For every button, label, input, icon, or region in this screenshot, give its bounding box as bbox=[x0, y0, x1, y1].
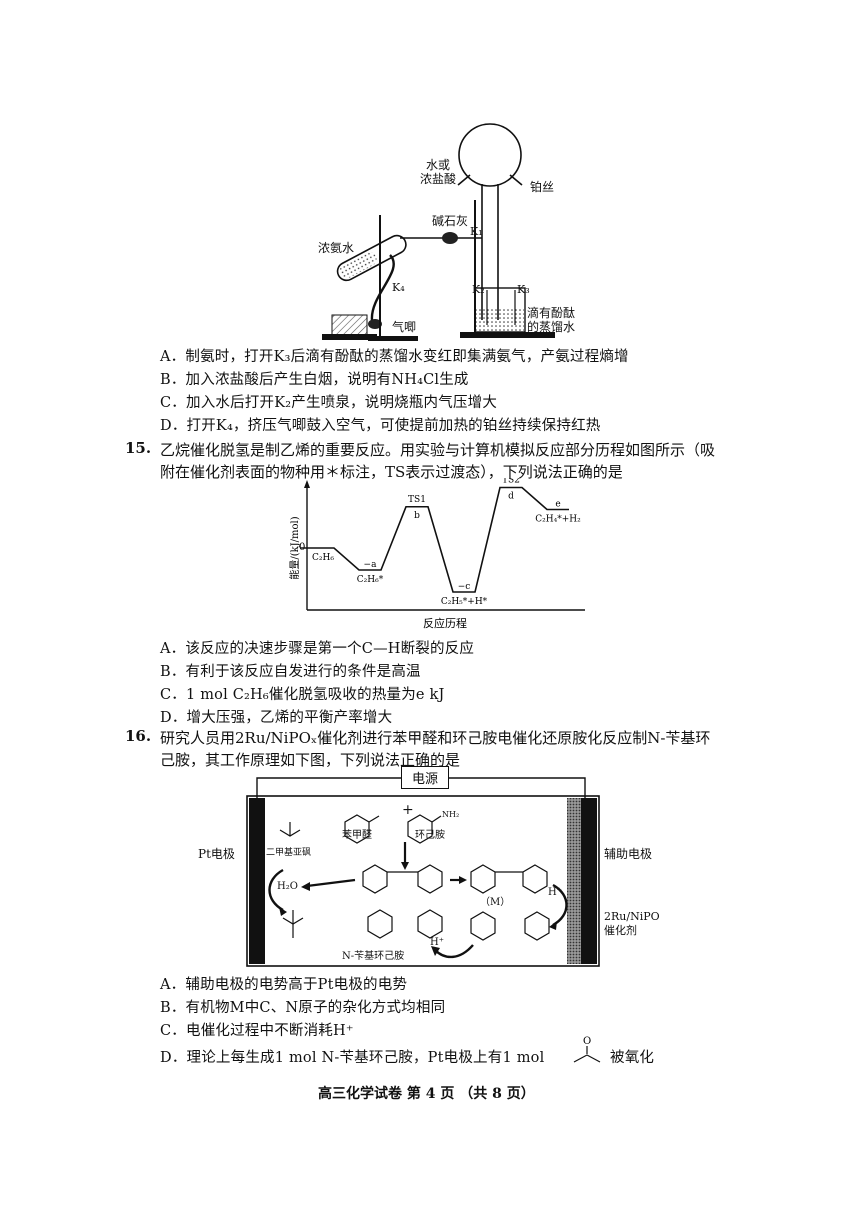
q16-option-c[interactable]: C．电催化过程中不断消耗H⁺ bbox=[160, 1023, 354, 1039]
q14-option-d[interactable]: D．打开K₄，挤压气唧鼓入空气，可使提前加热的铂丝持续保持红热 bbox=[160, 418, 601, 434]
label-water-or-hcl: 水或 浓盐酸 bbox=[420, 158, 457, 186]
state-label-2: TS1 bbox=[408, 495, 426, 505]
state-label-0: C₂H₆ bbox=[312, 553, 334, 563]
q16-stem-line2: 己胺，其工作原理如下图，下列说法正确的是 bbox=[160, 751, 461, 769]
label-phenolphthalein-water: 滴有酚酞 的蒸馏水 bbox=[527, 306, 576, 334]
plus-sign: + bbox=[402, 802, 414, 818]
q16-option-d-text: D．理论上每生成1 mol N-苄基环己胺，Pt电极上有1 mol bbox=[160, 1050, 545, 1066]
label-k3: K₃ bbox=[517, 283, 530, 296]
q14-apparatus-diagram bbox=[322, 123, 555, 341]
x-axis-label: 反应历程 bbox=[423, 616, 467, 630]
energy-profile-line bbox=[300, 486, 569, 593]
q16-option-a[interactable]: A．辅助电极的电势高于Pt电极的电势 bbox=[160, 977, 408, 993]
dmso-label: 二甲基亚砜 bbox=[266, 848, 312, 858]
pt-electrode-plate bbox=[249, 798, 265, 964]
dmso-structure-icon: O bbox=[573, 1036, 601, 1063]
q16-stem-line1: 研究人员用2Ru/NiPOₓ催化剂进行苯甲醛和环己胺电催化还原胺化反应制N-苄基… bbox=[160, 729, 711, 747]
q14-option-a[interactable]: A．制氨时，打开K₃后滴有酚酞的蒸馏水变红即集满氨气，产氨过程熵增 bbox=[160, 349, 629, 365]
q15-stem-line2: 附在催化剂表面的物种用＊标注，TS表示过渡态），下列说法正确的是 bbox=[160, 463, 623, 481]
q16-option-b[interactable]: B．有机物M中C、N原子的杂化方式均相同 bbox=[160, 1000, 446, 1016]
value-label-3: −c bbox=[458, 582, 471, 592]
water-label: H₂O bbox=[277, 881, 298, 892]
value-label-1: −a bbox=[364, 560, 378, 570]
aux-electrode-plate bbox=[581, 798, 597, 964]
label-k1: K₁ bbox=[470, 225, 483, 238]
h-plus-label-right: H⁺ bbox=[548, 887, 562, 898]
q16-number: 16. bbox=[125, 727, 152, 745]
label-conc-ammonia: 浓氨水 bbox=[318, 241, 355, 255]
value-label-5: e bbox=[555, 500, 560, 510]
catalyst-label: 2Ru/NiPO 催化剂 bbox=[604, 910, 660, 937]
q15-option-a[interactable]: A．该反应的决速步骤是第一个C—H断裂的反应 bbox=[160, 641, 475, 657]
q14-option-c[interactable]: C．加入水后打开K₂产生喷泉，说明烧瓶内气压增大 bbox=[160, 395, 498, 411]
y-axis-label: 能量/(kJ/mol) bbox=[288, 516, 301, 579]
label-k4: K₄ bbox=[392, 281, 405, 294]
q16-electrolysis-diagram bbox=[246, 777, 600, 967]
benzaldehyde-label: 苯甲醛 bbox=[342, 830, 372, 841]
nh2-label: NH₂ bbox=[442, 810, 460, 819]
q15-number: 15. bbox=[125, 439, 152, 457]
pt-electrode-label: Pt电极 bbox=[198, 847, 235, 861]
h-plus-label-bottom: H⁺ bbox=[430, 937, 444, 948]
aux-electrode-label: 辅助电极 bbox=[604, 847, 653, 861]
page-footer: 高三化学试卷 第 4 页 （共 8 页） bbox=[318, 1086, 535, 1102]
cyclohexylamine-label: 环己胺 bbox=[415, 830, 445, 841]
state-label-5: C₂H₄*+H₂ bbox=[535, 515, 581, 525]
q15-option-c[interactable]: C．1 mol C₂H₆催化脱氢吸收的热量为e kJ bbox=[160, 687, 445, 703]
power-supply-label: 电源 bbox=[401, 766, 450, 789]
label-k2: K₂ bbox=[472, 283, 485, 296]
catalyst-layer bbox=[567, 798, 581, 964]
state-label-1: C₂H₆* bbox=[357, 575, 384, 585]
value-label-4: d bbox=[508, 492, 514, 502]
q14-option-b[interactable]: B．加入浓盐酸后产生白烟，说明有NH₄Cl生成 bbox=[160, 372, 469, 388]
q15-stem-line1: 乙烷催化脱氢是制乙烯的重要反应。用实验与计算机模拟反应部分历程如图所示（吸 bbox=[160, 441, 716, 459]
state-label-3: C₂H₅*+H* bbox=[441, 597, 488, 607]
product-label: N-苄基环己胺 bbox=[342, 951, 405, 962]
svg-text:O: O bbox=[583, 1036, 591, 1047]
q16-option-d-suffix: 被氧化 bbox=[610, 1050, 655, 1066]
m-label: （M） bbox=[480, 897, 511, 908]
q15-option-b[interactable]: B．有利于该反应自发进行的条件是高温 bbox=[160, 664, 421, 680]
q15-energy-profile-chart: 能量/(kJ/mol) 0 反应历程 C₂H₆C₂H₆*−aTS1bC₂H₅*+… bbox=[288, 478, 585, 630]
label-bulb: 气唧 bbox=[392, 320, 417, 334]
q15-option-d[interactable]: D．增大压强，乙烯的平衡产率增大 bbox=[160, 710, 393, 726]
label-platinum-wire: 铂丝 bbox=[530, 180, 555, 194]
value-label-2: b bbox=[414, 511, 420, 521]
state-label-4: TS2 bbox=[502, 478, 520, 486]
label-soda-lime: 碱石灰 bbox=[432, 214, 469, 228]
